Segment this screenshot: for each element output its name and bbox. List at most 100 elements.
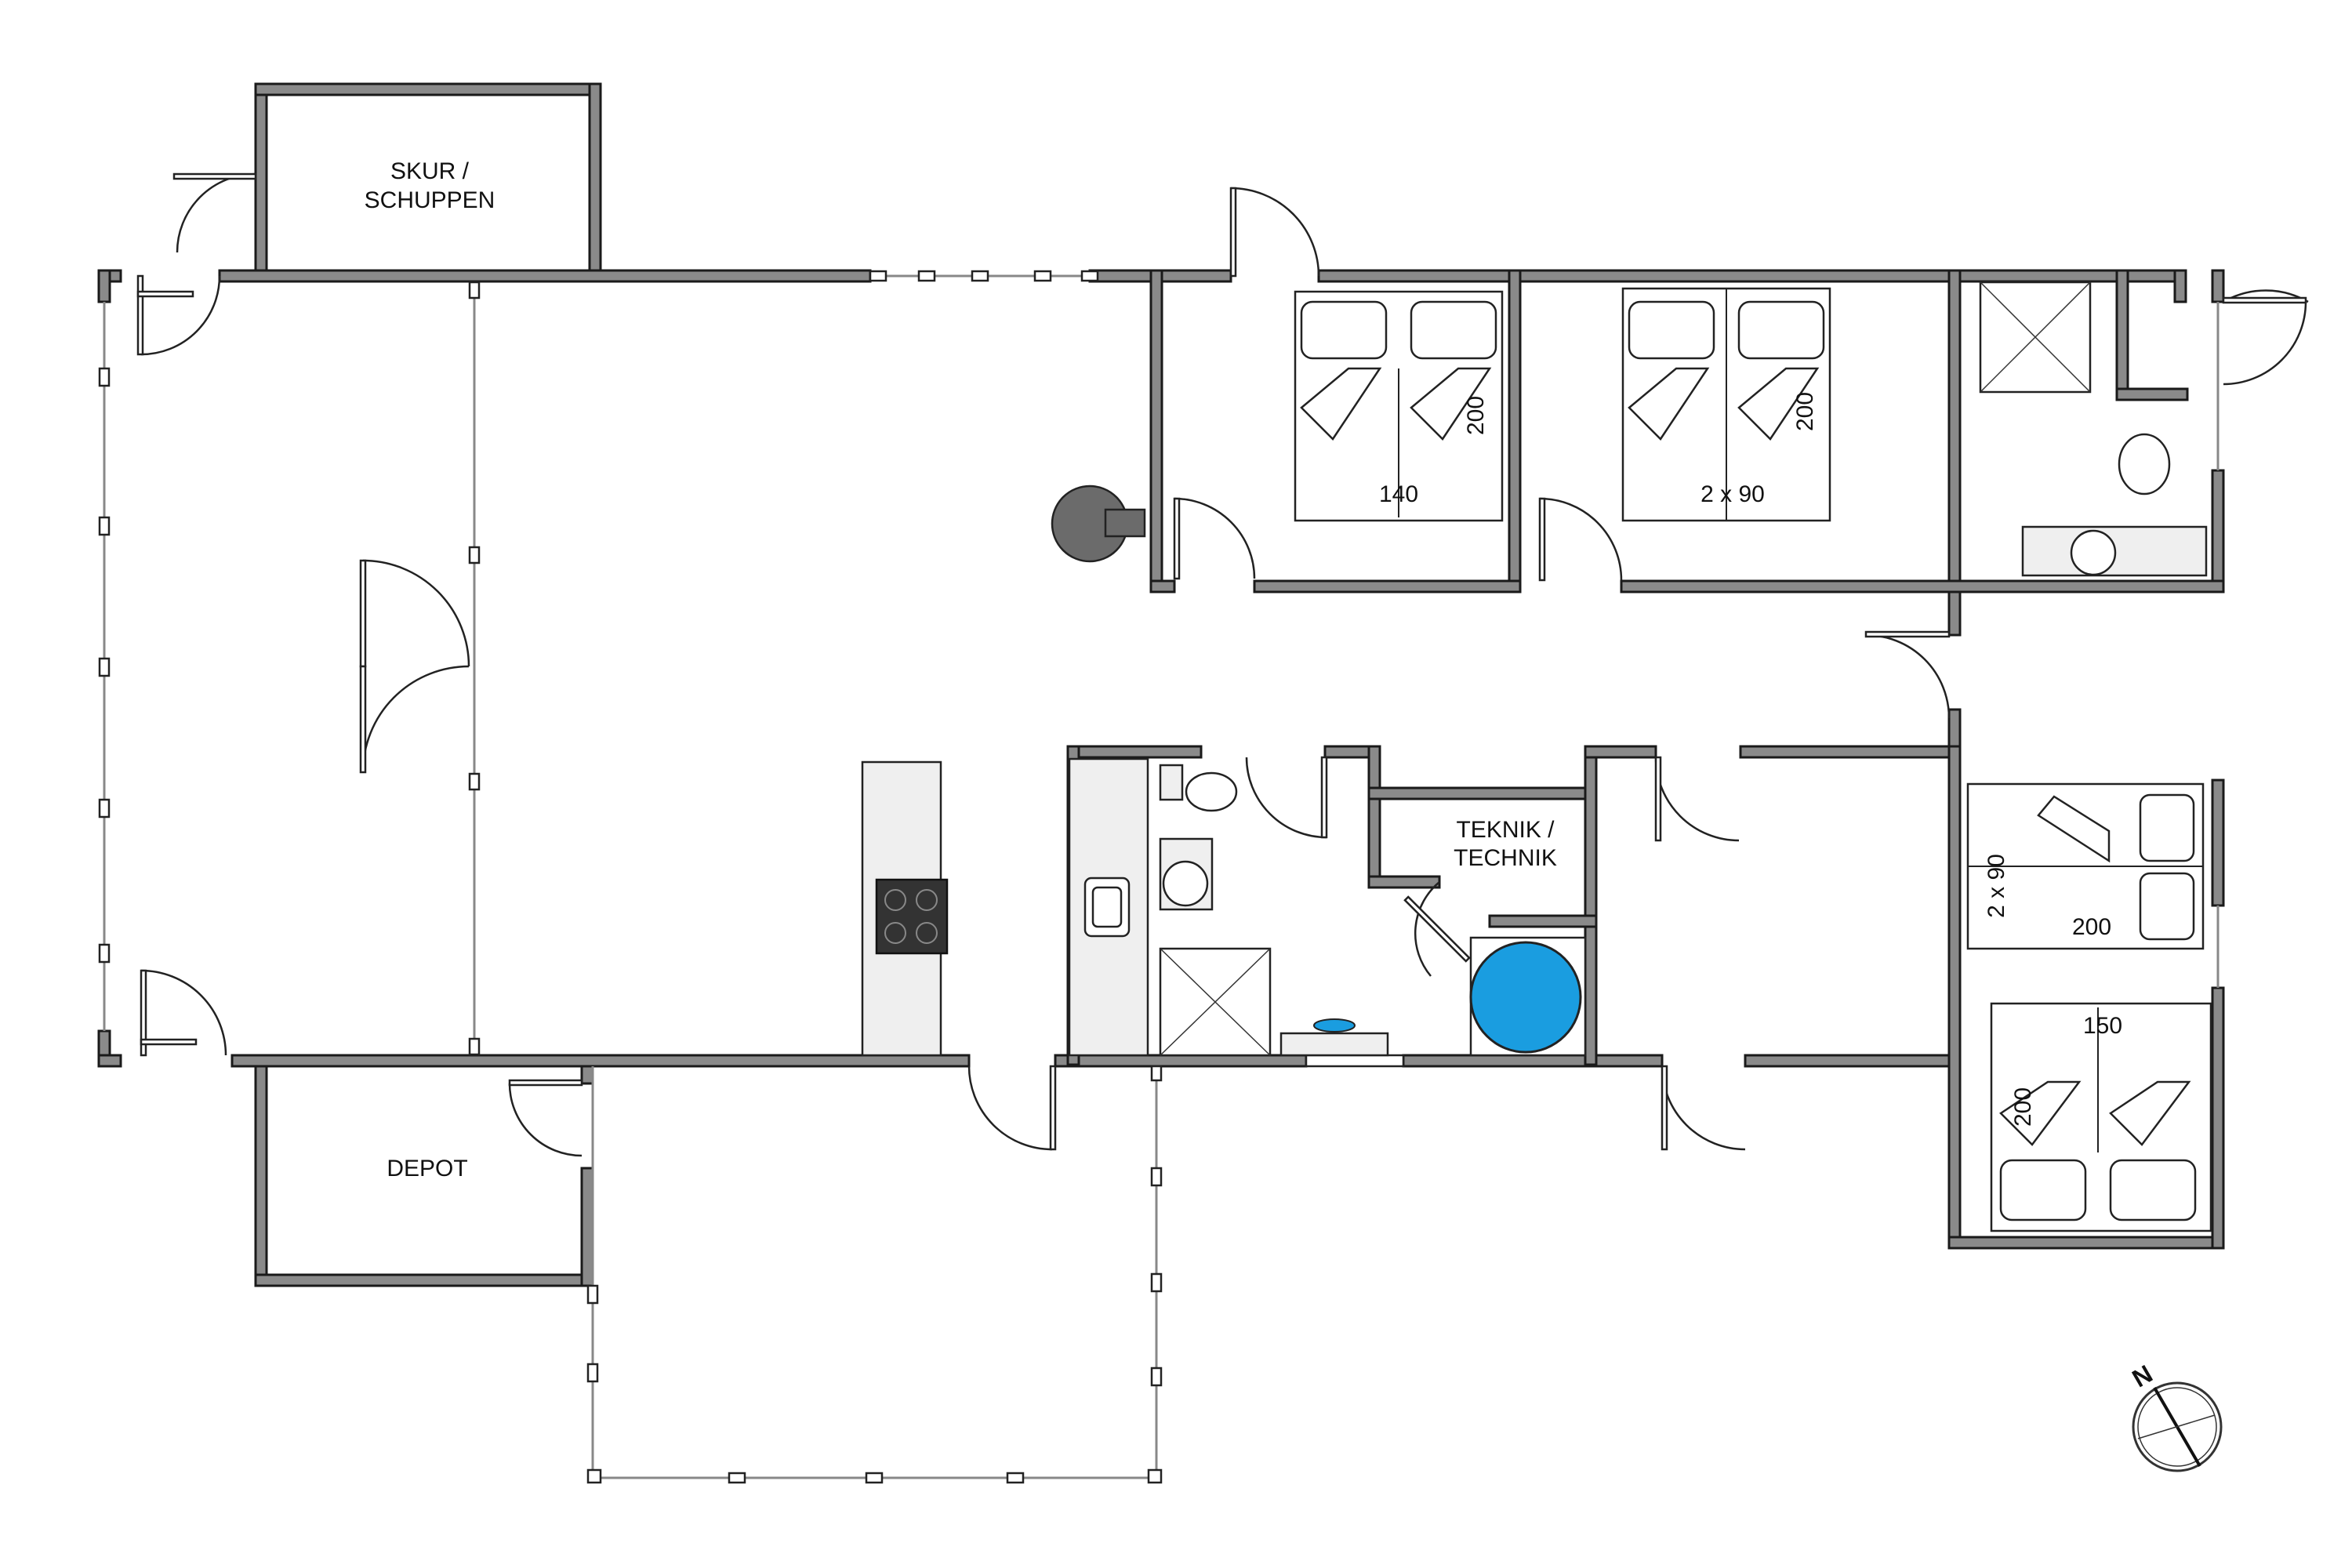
shed-door-leaf: [172, 172, 257, 180]
bedroom1-door-leaf: [1173, 497, 1181, 580]
stove-burner: [884, 922, 906, 944]
tech-south-wall-2: [1488, 914, 1598, 928]
corridor-door-swing: [1654, 757, 1740, 842]
tech-south-wall: [1367, 875, 1441, 889]
duvet-fold: [1999, 1080, 2082, 1146]
walls: [97, 82, 2225, 1287]
terrace-post: [1150, 1065, 1163, 1082]
pillow: [2139, 872, 2195, 941]
bathtub: [1469, 941, 1582, 1054]
nw-door-leaf: [136, 274, 144, 356]
furniture: [861, 281, 2212, 1232]
bed4-length-label: 200: [2010, 1087, 2036, 1127]
kitchen-sink-basin: [1091, 886, 1123, 928]
north-door-leaf: [1229, 187, 1237, 278]
partition-door-swing-1: [362, 559, 470, 667]
window-post: [98, 943, 111, 964]
terrace-post: [865, 1472, 884, 1484]
sw-door-leaf-2: [140, 1038, 198, 1046]
label-schuppen: SCHUPPEN: [365, 187, 495, 213]
west-wall-top: [97, 269, 111, 303]
duvet-fold: [1410, 367, 1492, 441]
pillow: [2139, 793, 2195, 862]
north-wall-4: [1317, 269, 2176, 283]
window-post: [98, 657, 111, 677]
bath1-drain: [1313, 1018, 1356, 1033]
duvet-fold: [1737, 367, 1820, 441]
corridor-north-wall-2: [1739, 745, 1962, 759]
bedroom-wall-east: [2211, 469, 2225, 593]
bedroom2-door-swing: [1539, 497, 1623, 581]
bedrooms-south-wall-1: [1149, 579, 1176, 593]
south-bed-south-wall: [1947, 1236, 2225, 1250]
compass-north-label: N: [2127, 1359, 2157, 1393]
bed1-length-label: 200: [1463, 396, 1489, 435]
toilet-north: [2118, 433, 2171, 495]
south-wall-2: [230, 1054, 971, 1068]
terrace-post: [1147, 1468, 1163, 1484]
bed2-length-label: 200: [1792, 392, 1818, 431]
label-skur: SKUR /: [390, 158, 470, 184]
terrace-post: [586, 1363, 599, 1383]
bath-door-swing: [1245, 757, 1327, 839]
shed-wall-right: [588, 82, 602, 274]
terrace-post: [1150, 1367, 1163, 1387]
bedrooms-south-wall-3: [1620, 579, 2225, 593]
kitchen-door-swing: [967, 1065, 1053, 1151]
nw-door-swing: [140, 275, 221, 356]
terrace-post: [1150, 1167, 1163, 1187]
bedroom1-door-swing: [1174, 497, 1256, 579]
south-bed-west-wall: [1947, 745, 1962, 1250]
terrace-post: [586, 1284, 599, 1305]
sw-door-leaf: [140, 969, 147, 1057]
wc-diagonal-wall: [2115, 387, 2189, 401]
tech-east-wall: [1584, 745, 1598, 1066]
south-wall-1: [97, 1054, 122, 1068]
bed4-width-label: 150: [2083, 1013, 2122, 1039]
bedroom-wall-east-top: [2211, 269, 2225, 303]
bedroom1-2-divider: [1508, 269, 1522, 593]
pillow: [1300, 300, 1388, 360]
bed3-length-label: 200: [2072, 914, 2111, 940]
label-teknik: TEKNIK /: [1456, 817, 1555, 843]
tech-west-wall: [1367, 745, 1381, 889]
bath1-heater: [1279, 1032, 1389, 1057]
partition-door-leaf-2: [359, 665, 367, 774]
terrace-post: [1006, 1472, 1025, 1484]
north-wall-5: [2173, 269, 2187, 303]
shed-wall-left: [254, 82, 268, 274]
window-post: [917, 270, 936, 282]
sw-door-swing: [140, 969, 227, 1056]
window-post: [971, 270, 989, 282]
partition-door-leaf-1: [359, 559, 367, 668]
duvet-fold: [2037, 795, 2111, 863]
stove-burner: [884, 889, 906, 911]
pillow: [1410, 300, 1497, 360]
tech-door-swing: [1414, 881, 1440, 977]
pillow: [2109, 1159, 2197, 1221]
compass: N: [2127, 1359, 2223, 1472]
window-post: [98, 367, 111, 387]
duvet-fold: [1628, 367, 1710, 441]
south-wall-5: [1744, 1054, 1958, 1068]
depot-wall-right: [580, 1167, 594, 1287]
label-depot: DEPOT: [387, 1156, 467, 1181]
tech-door-leaf: [1403, 895, 1471, 963]
stove-burner: [916, 889, 938, 911]
kitchen-door-leaf: [1049, 1065, 1057, 1151]
kitchen-bath-wall-top: [1066, 745, 1203, 759]
stove: [875, 878, 949, 955]
duvet-fold: [1300, 367, 1382, 441]
bed3-width-label: 2 x 90: [1984, 854, 2009, 918]
partition-post: [468, 546, 481, 564]
bedroom-wall-west: [1149, 269, 1163, 593]
bath2-sink: [2070, 529, 2117, 576]
bath-wc-divider: [2115, 269, 2129, 401]
fireplace-flue: [1104, 508, 1146, 538]
partition-post: [468, 281, 481, 299]
bath1-sink: [1162, 860, 1209, 907]
terrace-post: [586, 1468, 602, 1484]
depot-wall-bottom: [254, 1273, 594, 1287]
hall-door-swing: [1865, 633, 1951, 719]
